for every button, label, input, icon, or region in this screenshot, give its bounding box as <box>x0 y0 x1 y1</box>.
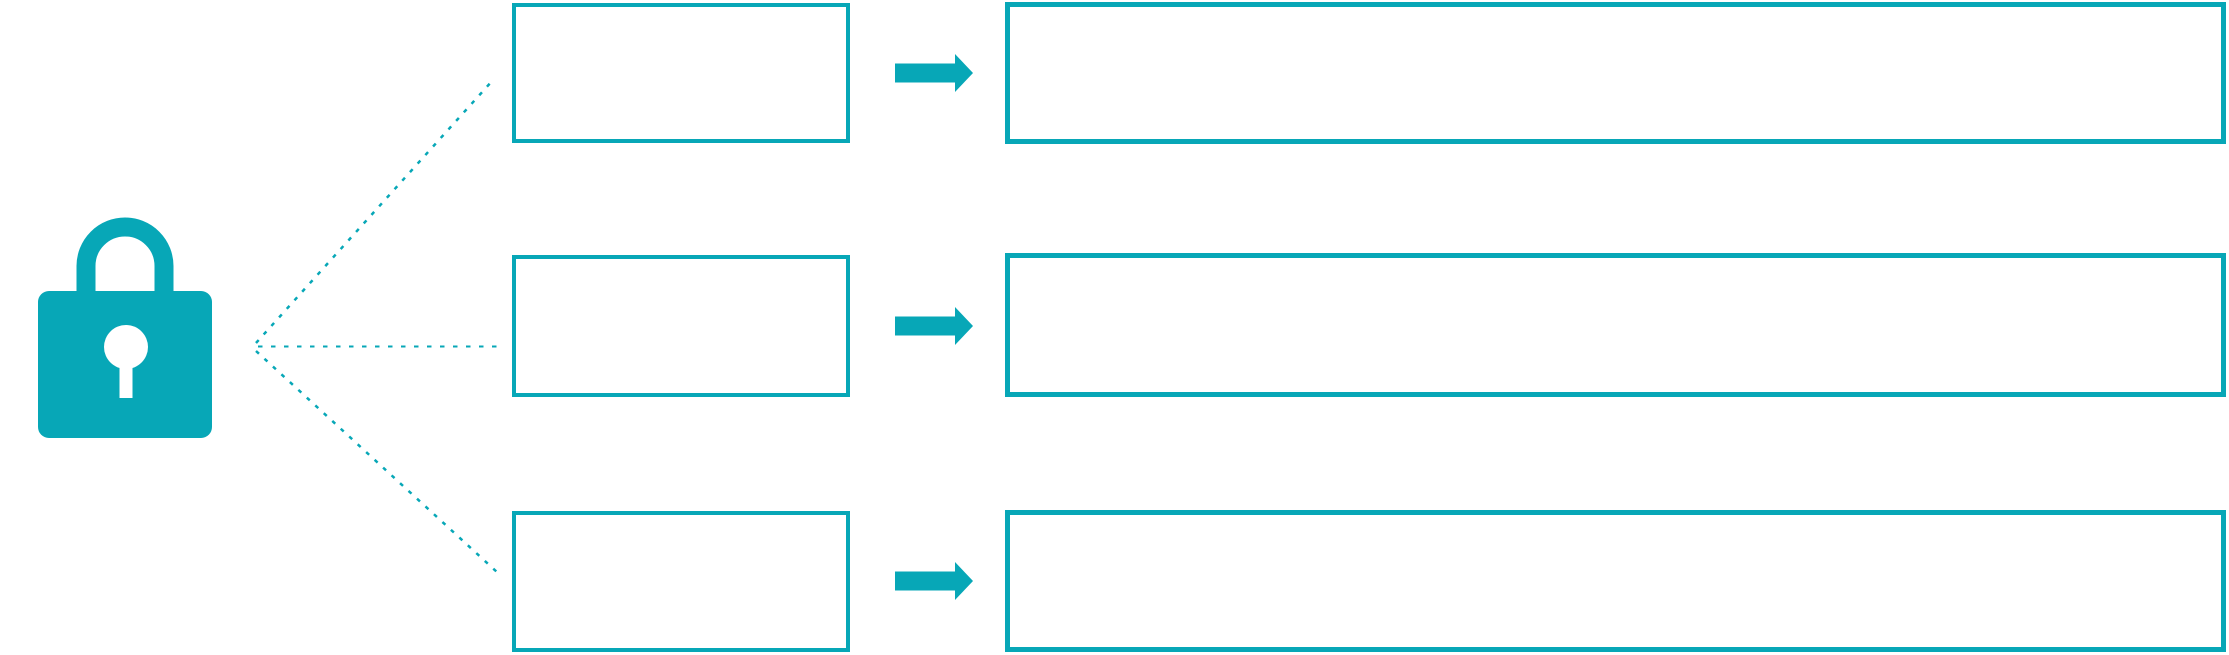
description-box-2 <box>1005 253 2226 397</box>
option-box-2 <box>512 255 850 397</box>
lock-shackle <box>76 217 174 305</box>
arrow-right-icon <box>895 54 973 92</box>
lock-icon <box>38 217 212 438</box>
description-box-1 <box>1005 2 2226 144</box>
option-box-3 <box>512 511 850 652</box>
connector-line-bottom <box>255 350 499 574</box>
arrow-right-shape <box>895 54 973 92</box>
option-box-1 <box>512 3 850 143</box>
arrow-right-icon <box>895 562 973 600</box>
description-box-3 <box>1005 510 2226 652</box>
arrow-right-icon <box>895 307 973 345</box>
lock-keyhole-stem <box>119 347 133 398</box>
arrow-right-shape <box>895 562 973 600</box>
connector-line-top <box>255 79 494 344</box>
arrow-right-shape <box>895 307 973 345</box>
